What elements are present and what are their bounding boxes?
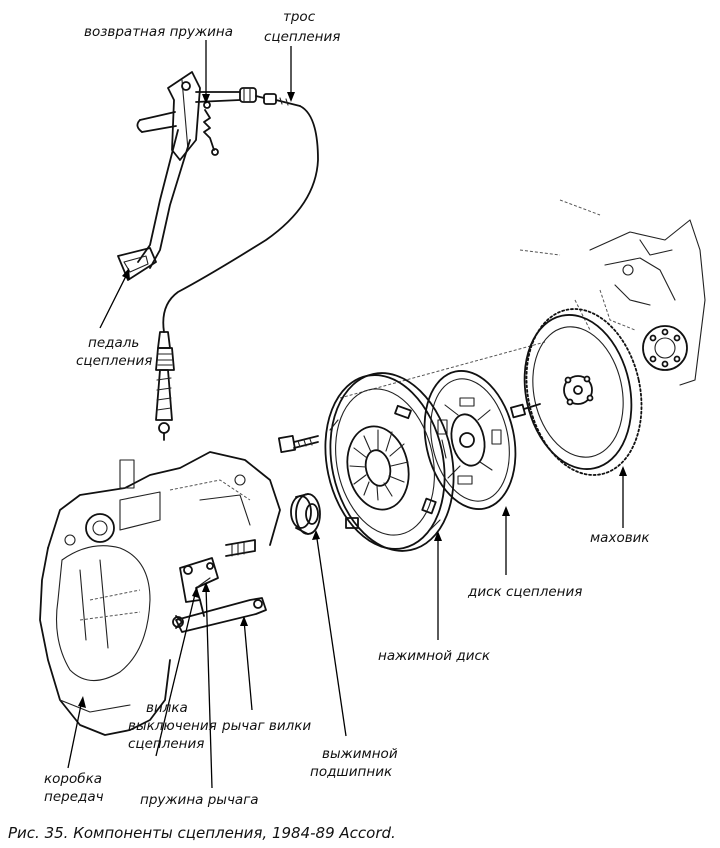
label-release-bearing-line2: подшипник — [310, 764, 393, 780]
label-fork-line3: сцепления — [128, 736, 204, 752]
fork-lever — [175, 597, 267, 633]
label-pressure-plate: нажимной диск — [378, 648, 491, 664]
label-fork-line1: вилка — [146, 700, 188, 716]
gearbox — [39, 451, 281, 736]
label-flywheel: маховик — [590, 530, 650, 546]
label-cable-line1: трос — [283, 9, 316, 25]
label-gearbox-line1: коробка — [44, 771, 102, 787]
leader-lines — [67, 40, 627, 789]
clutch-disc — [423, 370, 517, 510]
label-fork-lever: рычаг вилки — [221, 718, 311, 734]
label-fork-line2: выключения — [128, 718, 217, 734]
pressure-plate — [324, 372, 455, 552]
release-bearing — [290, 493, 321, 535]
engine-block — [519, 199, 706, 386]
label-gearbox-line2: передач — [44, 789, 104, 805]
label-pedal-line1: педаль — [88, 335, 139, 351]
label-pedal-line2: сцепления — [76, 353, 152, 369]
flywheel — [523, 308, 643, 476]
figure-caption: Рис. 35. Компоненты сцепления, 1984-89 A… — [8, 824, 396, 842]
label-release-bearing-line1: выжимной — [322, 746, 398, 762]
flywheel-bolt — [510, 403, 541, 419]
lever-spring — [172, 615, 184, 629]
label-return-spring: возвратная пружина — [84, 24, 233, 40]
label-cable-line2: сцепления — [264, 29, 340, 45]
pressure-plate-bolt — [277, 434, 319, 454]
clutch-pedal-assembly — [117, 71, 319, 441]
label-lever-spring: пружина рычага — [140, 792, 259, 808]
label-clutch-disc: диск сцепления — [467, 584, 582, 600]
release-fork — [179, 557, 219, 603]
